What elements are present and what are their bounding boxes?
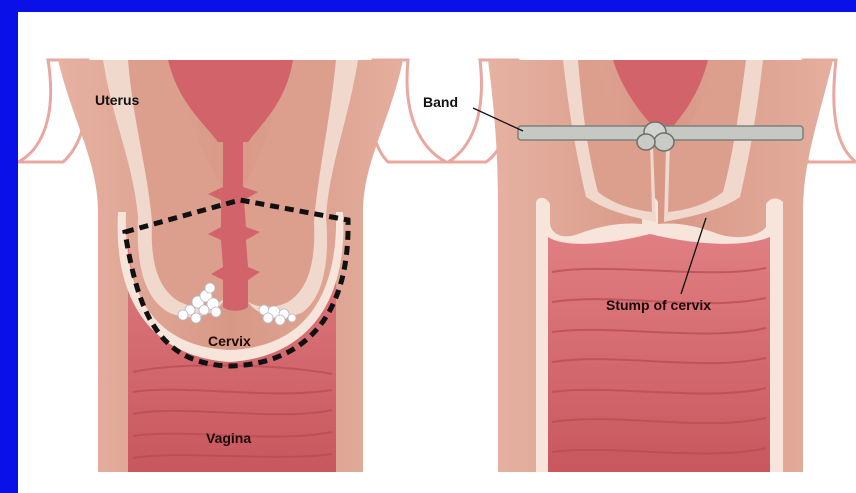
- right-panel: [448, 60, 856, 472]
- label-cervix: Cervix: [208, 333, 251, 349]
- label-band: Band: [423, 94, 458, 110]
- label-vagina: Vagina: [206, 430, 251, 446]
- cervix-illustration: [18, 12, 856, 493]
- label-uterus: Uterus: [95, 92, 139, 108]
- label-stump-of-cervix: Stump of cervix: [606, 297, 711, 313]
- illustration-frame: Uterus Cervix Vagina Band Stump of cervi…: [18, 12, 856, 493]
- left-panel: [18, 60, 446, 472]
